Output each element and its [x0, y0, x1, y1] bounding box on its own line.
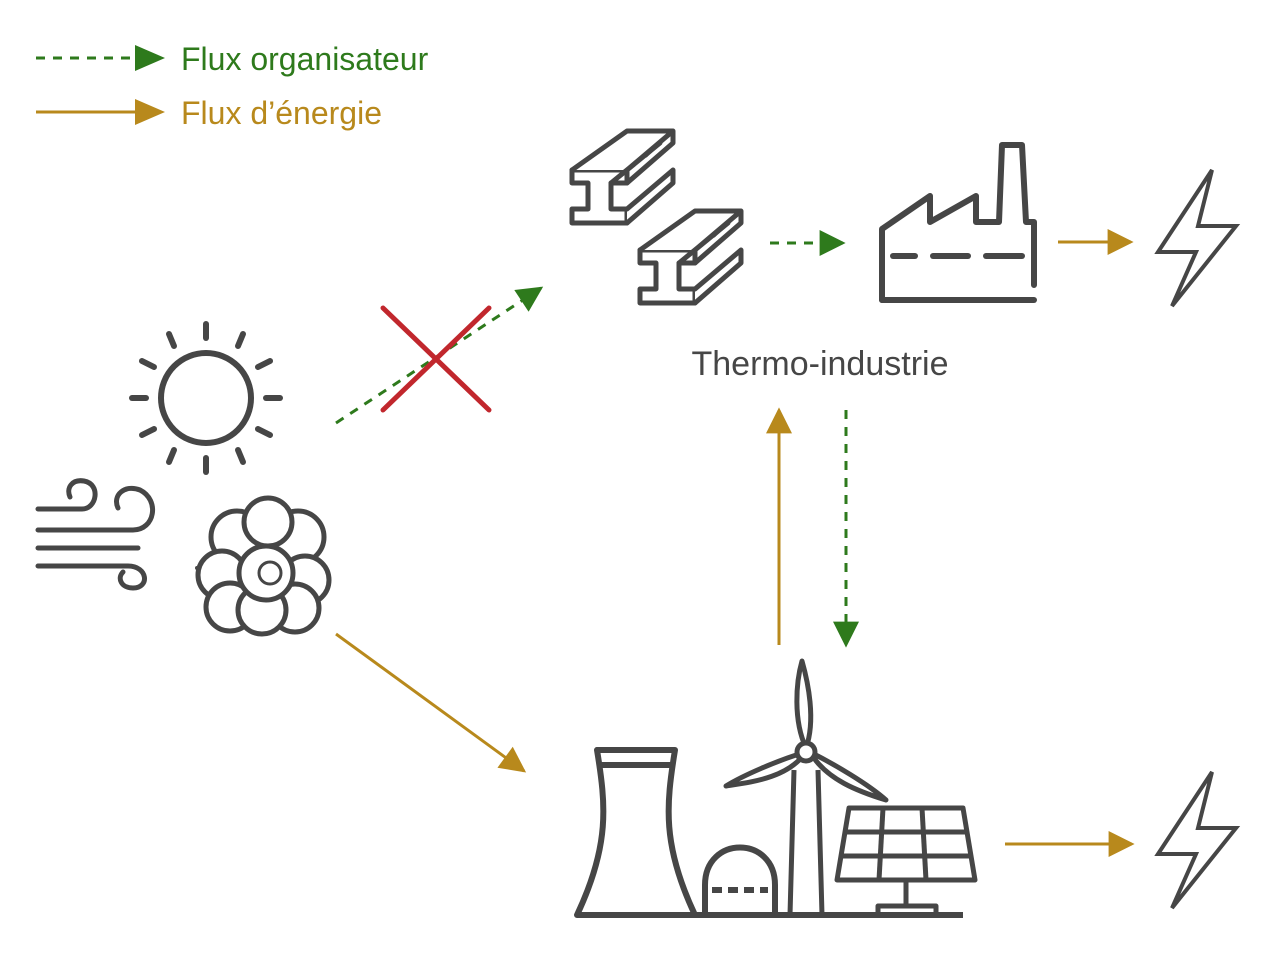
cross-mark-icon: [380, 305, 492, 413]
power-plant-group: [574, 658, 978, 918]
wind-icon: [35, 478, 156, 591]
legend-energy-swatch: [36, 99, 165, 125]
biomass-icon: [195, 495, 332, 637]
legend-organizer-label: Flux organisateur: [181, 41, 429, 77]
lightning-icon: [1154, 168, 1241, 308]
legend-energy-label: Flux d’énergie: [181, 95, 382, 131]
steel-beams-icon: [569, 128, 744, 306]
flow-arrows: [335, 229, 1135, 857]
reactor-dome-icon: [702, 844, 778, 915]
legend: Flux organisateur Flux d’énergie: [36, 41, 429, 131]
sun-icon: [129, 321, 283, 475]
cooling-tower-icon: [574, 747, 698, 918]
factory-icon: [879, 142, 1037, 303]
thermo-industry-label: Thermo-industrie: [692, 345, 949, 383]
lightning-icon: [1154, 770, 1241, 910]
energy-arrow-sources-to-plants: [335, 632, 527, 773]
solar-panel-icon: [834, 805, 978, 914]
legend-organizer-swatch: [36, 45, 165, 71]
wind-turbine-icon: [723, 658, 889, 918]
